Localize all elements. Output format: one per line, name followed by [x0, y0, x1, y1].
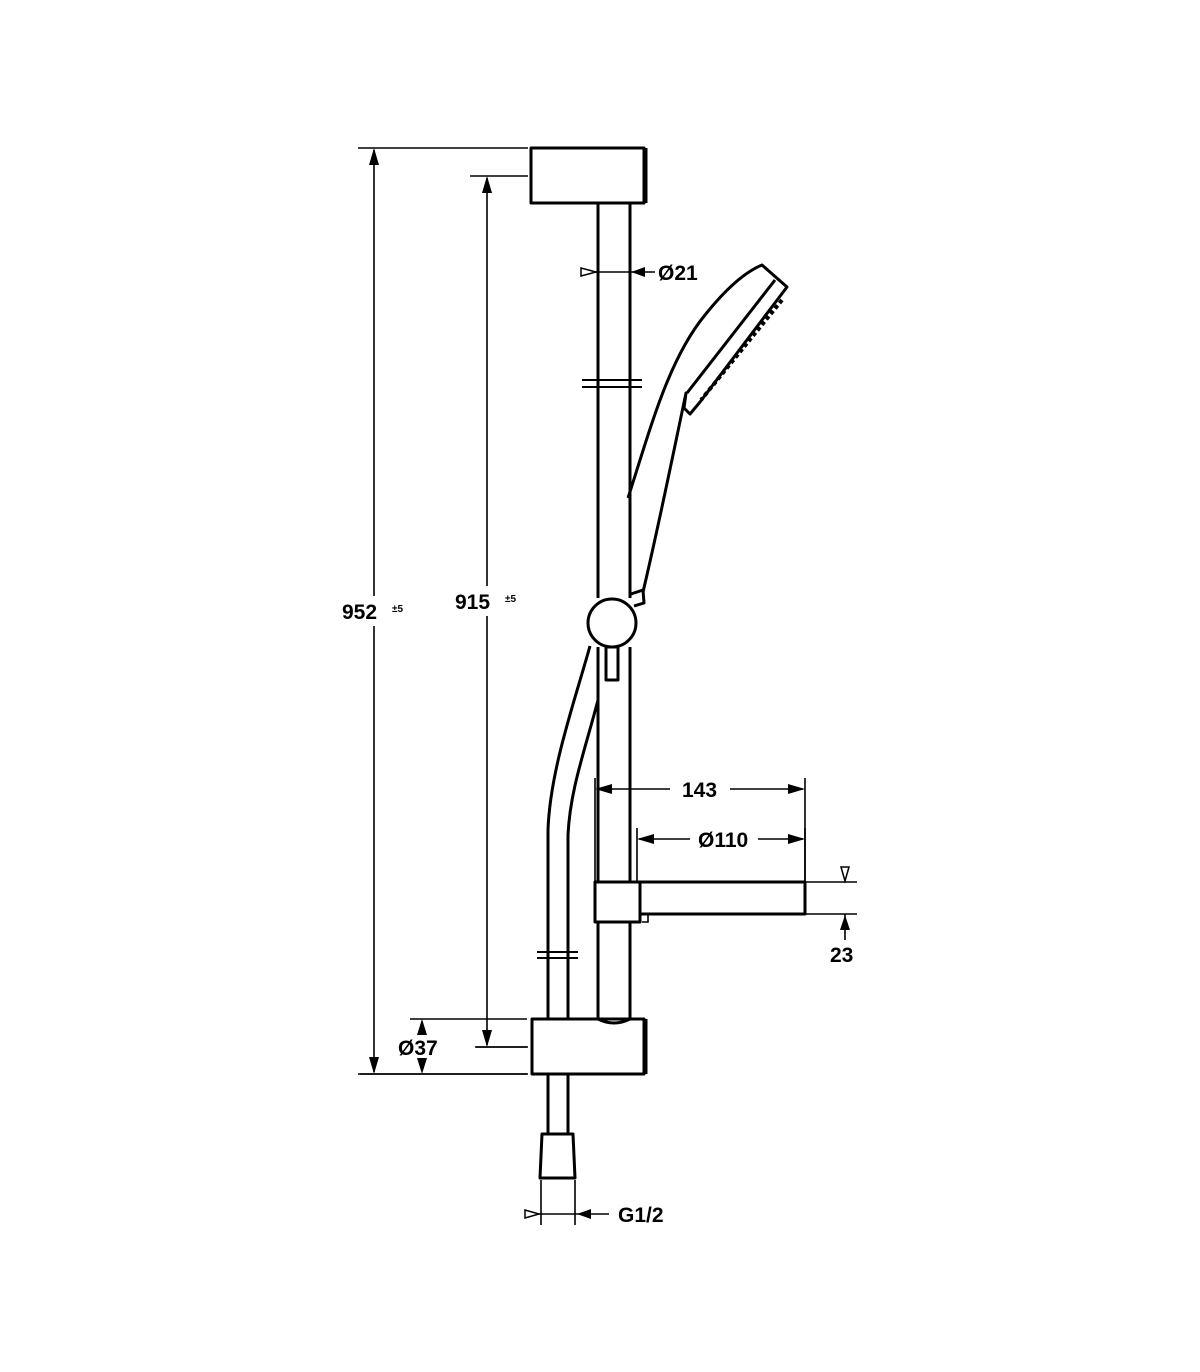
dimension-952: 952 ±5 [342, 147, 528, 1075]
dimension-d37-label: Ø37 [398, 1037, 438, 1060]
dimension-g12: G1/2 [524, 1180, 664, 1227]
top-wall-bracket [529, 146, 648, 205]
dimension-143-label: 143 [682, 779, 717, 802]
shower-hose [537, 645, 600, 1180]
bottom-wall-bracket [530, 1017, 648, 1076]
hand-shower [626, 263, 789, 593]
dimension-952-label: 952 [342, 601, 377, 624]
dimension-d21-label: Ø21 [658, 262, 698, 285]
slider-holder [586, 588, 646, 682]
dimension-d37: Ø37 [360, 1018, 527, 1075]
dimension-23-label: 23 [830, 944, 853, 967]
dimension-d110-label: Ø110 [698, 829, 748, 852]
slide-rail [582, 203, 642, 1025]
soap-dish [593, 880, 807, 924]
dimension-915-tolerance: ±5 [505, 594, 516, 605]
dimension-d110: Ø110 [636, 828, 806, 882]
dimension-g12-label: G1/2 [618, 1204, 664, 1227]
dimension-915: 915 ±5 [455, 175, 528, 1048]
dimension-915-label: 915 [455, 591, 490, 614]
dimension-952-tolerance: ±5 [392, 604, 403, 615]
dimension-d21: Ø21 [580, 262, 698, 285]
dimension-23: 23 [805, 866, 857, 967]
